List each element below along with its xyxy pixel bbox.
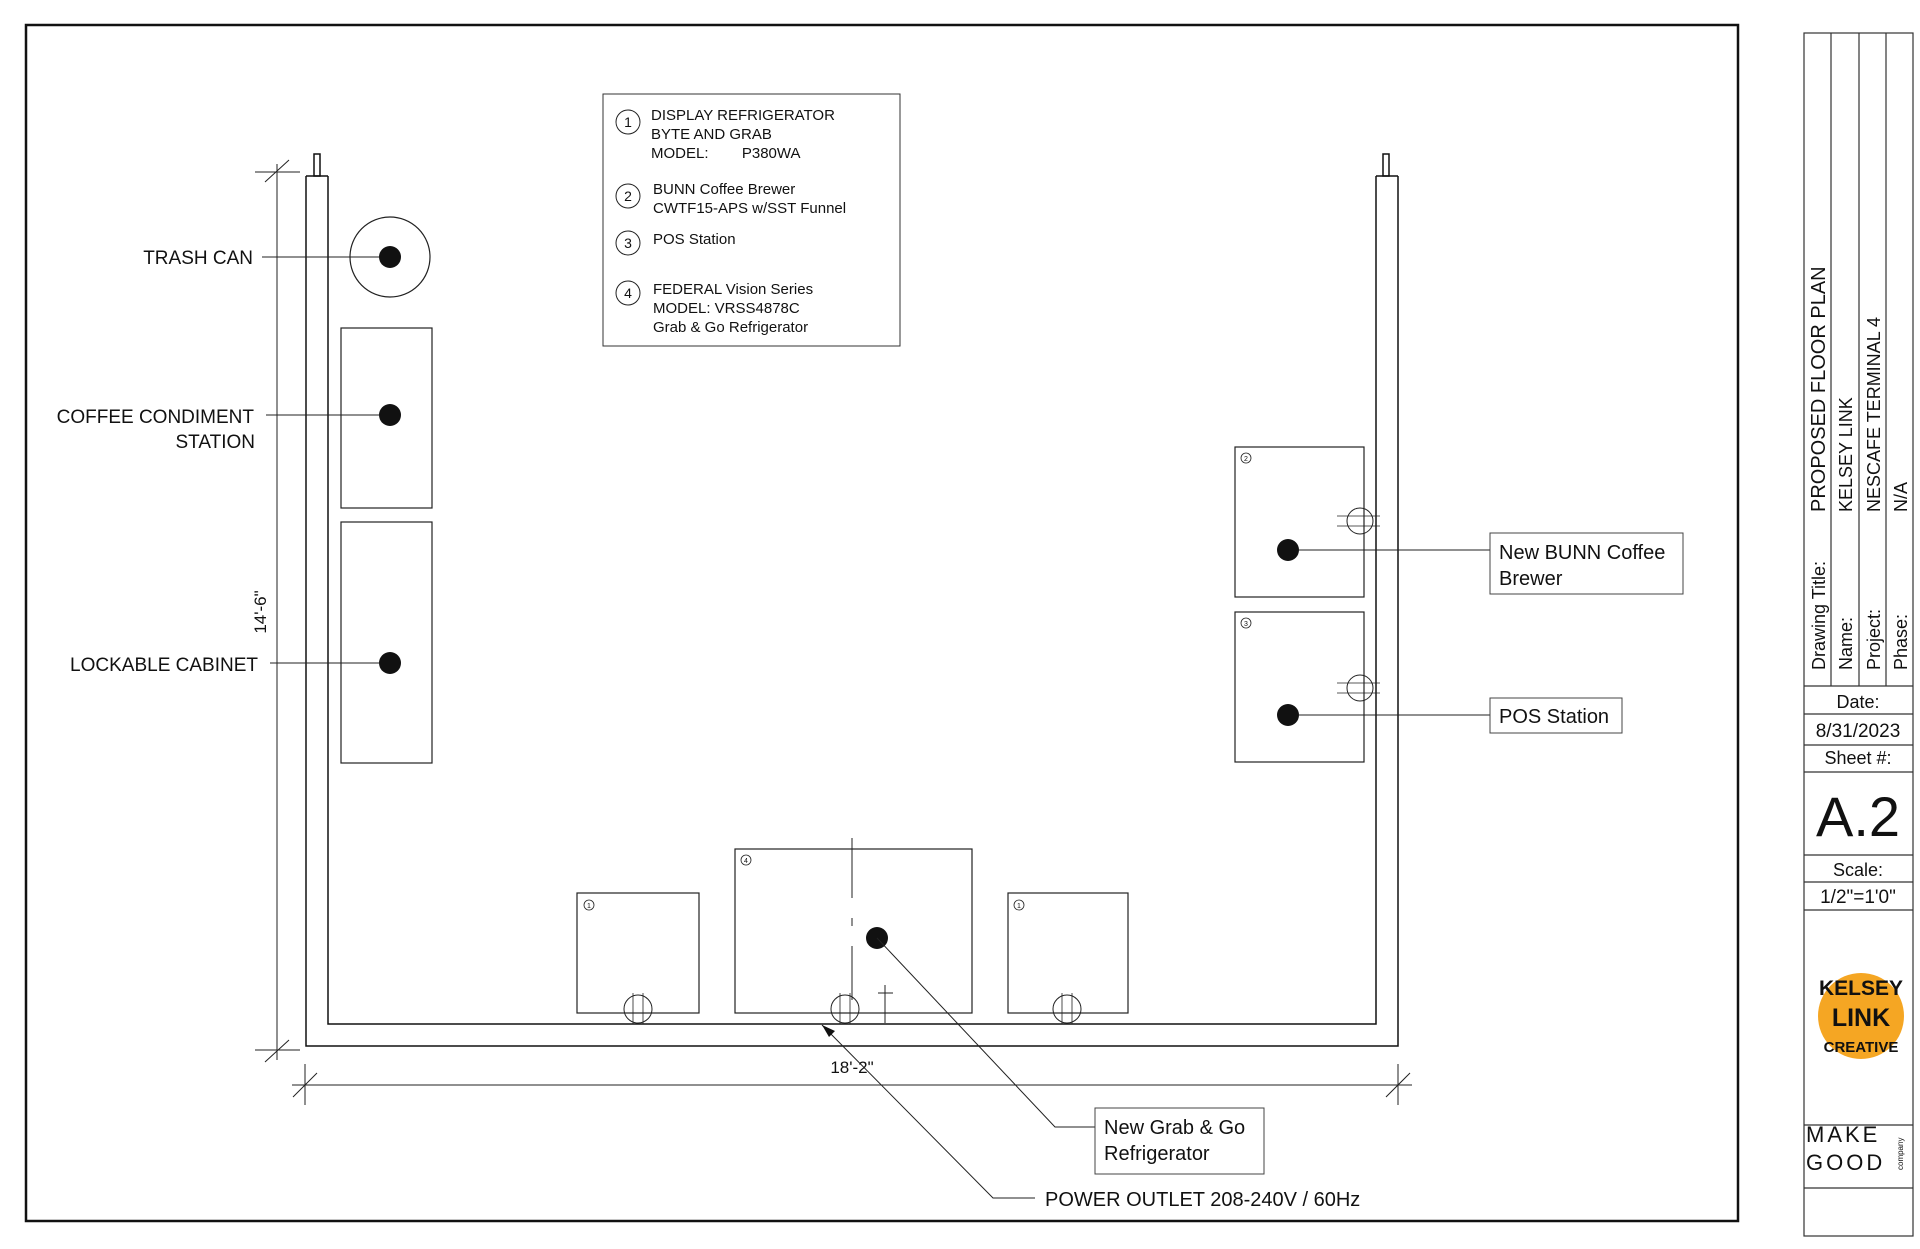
legend-item-2: 2 BUNN Coffee Brewer CWTF15-APS w/SST Fu… bbox=[615, 181, 846, 217]
make-good-company: company bbox=[1896, 1138, 1905, 1170]
drawing-border bbox=[24, 23, 1740, 1223]
display-refrigerator-left: 1 bbox=[576, 892, 700, 1024]
drawing-title-value: PROPOSED FLOOR PLAN bbox=[1808, 266, 1830, 512]
pos-tag: 3 bbox=[1244, 621, 1248, 628]
legend-item-4-number: 4 bbox=[624, 285, 632, 301]
legend-item-3-number: 3 bbox=[624, 235, 632, 251]
drawing-title-label: Drawing Title: bbox=[1809, 561, 1829, 670]
dimension-height-label: 14'-6" bbox=[251, 590, 270, 633]
phase-label: Phase: bbox=[1891, 614, 1911, 670]
legend-item-4-line-3: Grab & Go Refrigerator bbox=[653, 319, 808, 336]
grab-go-callout-line-2: Refrigerator bbox=[1104, 1143, 1210, 1165]
dimension-width bbox=[292, 1064, 1412, 1105]
scale-label: Scale: bbox=[1833, 860, 1883, 880]
lockable-cabinet bbox=[270, 521, 433, 764]
legend-item-2-number: 2 bbox=[624, 188, 632, 204]
fridge-right-tag: 1 bbox=[1017, 903, 1021, 910]
legend-item-4: 4 FEDERAL Vision Series MODEL: VRSS4878C… bbox=[615, 280, 813, 336]
logo-line-1: KELSEY bbox=[1819, 977, 1903, 1000]
lockable-cabinet-label: LOCKABLE CABINET bbox=[70, 655, 258, 676]
power-outlet-label: POWER OUTLET 208-240V / 60Hz bbox=[1045, 1189, 1360, 1211]
logo-line-2: LINK bbox=[1832, 1004, 1890, 1032]
trash-can bbox=[262, 216, 431, 298]
bunn-coffee-brewer: 2 bbox=[1234, 446, 1490, 598]
equipment-legend: 1 DISPLAY REFRIGERATOR BYTE AND GRAB MOD… bbox=[602, 93, 901, 347]
legend-item-3-line-1: POS Station bbox=[653, 231, 736, 248]
dimension-width-label: 18'-2" bbox=[830, 1058, 873, 1077]
room-walls bbox=[305, 153, 1399, 1047]
kelsey-link-creative-logo: KELSEY LINK CREATIVE bbox=[1818, 973, 1904, 1059]
legend-item-2-line-1: BUNN Coffee Brewer bbox=[653, 181, 795, 198]
legend-item-1: 1 DISPLAY REFRIGERATOR BYTE AND GRAB MOD… bbox=[615, 107, 835, 162]
display-refrigerator-right: 1 bbox=[1007, 892, 1129, 1024]
date-label: Date: bbox=[1836, 692, 1879, 712]
legend-item-1-line-1: DISPLAY REFRIGERATOR bbox=[651, 107, 835, 124]
grab-go-callout-line-1: New Grab & Go bbox=[1104, 1117, 1245, 1139]
grab-go-callout: New Grab & Go Refrigerator bbox=[1094, 1107, 1265, 1175]
project-label: Project: bbox=[1864, 609, 1884, 670]
legend-item-4-line-2: MODEL: VRSS4878C bbox=[653, 300, 800, 317]
coffee-condiment-station bbox=[266, 327, 433, 509]
legend-item-1-number: 1 bbox=[624, 114, 632, 130]
sheet-label: Sheet #: bbox=[1824, 748, 1891, 768]
grab-and-go-refrigerator: 4 bbox=[734, 838, 1095, 1128]
fridge-left-tag: 1 bbox=[587, 903, 591, 910]
dimension-height bbox=[255, 159, 300, 1063]
project-value: NESCAFE TERMINAL 4 bbox=[1864, 317, 1884, 512]
coffee-condiment-label-line-2: STATION bbox=[175, 432, 255, 453]
date-value: 8/31/2023 bbox=[1816, 721, 1901, 742]
make-good-logo: MAKE GOOD company bbox=[1806, 1122, 1905, 1175]
legend-item-3: 3 POS Station bbox=[615, 230, 736, 256]
make-good-line-1: MAKE bbox=[1806, 1122, 1880, 1147]
pos-callout: POS Station bbox=[1489, 697, 1623, 734]
scale-value: 1/2"=1'0" bbox=[1820, 887, 1896, 908]
bunn-callout-line-2: Brewer bbox=[1499, 568, 1563, 590]
phase-value: N/A bbox=[1891, 482, 1911, 512]
legend-item-1-line-3: MODEL: P380WA bbox=[651, 145, 801, 162]
grab-go-tag: 4 bbox=[744, 858, 748, 865]
coffee-condiment-label-line-1: COFFEE CONDIMENT bbox=[57, 407, 255, 428]
title-block bbox=[1803, 32, 1914, 1237]
legend-item-2-line-2: CWTF15-APS w/SST Funnel bbox=[653, 200, 846, 217]
logo-line-3: CREATIVE bbox=[1824, 1039, 1899, 1056]
pos-station: 3 bbox=[1234, 611, 1490, 763]
name-label: Name: bbox=[1836, 617, 1856, 670]
name-value: KELSEY LINK bbox=[1836, 397, 1856, 512]
power-outlet-leader bbox=[821, 1024, 1035, 1199]
trash-can-label: TRASH CAN bbox=[143, 248, 253, 269]
legend-item-4-line-1: FEDERAL Vision Series bbox=[653, 281, 813, 298]
make-good-line-2: GOOD bbox=[1806, 1150, 1885, 1175]
bunn-tag: 2 bbox=[1244, 456, 1248, 463]
sheet-number: A.2 bbox=[1816, 785, 1900, 848]
legend-item-1-line-2: BYTE AND GRAB bbox=[651, 126, 772, 143]
pos-callout-label: POS Station bbox=[1499, 706, 1609, 728]
bunn-callout: New BUNN Coffee Brewer bbox=[1489, 532, 1684, 595]
bunn-callout-line-1: New BUNN Coffee bbox=[1499, 542, 1665, 564]
